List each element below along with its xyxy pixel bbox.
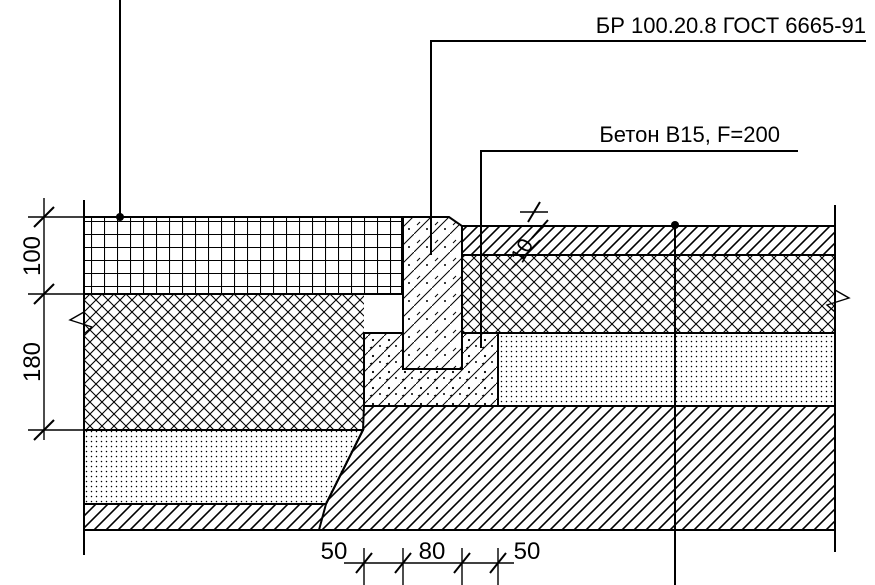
small-dim-tick-b	[531, 219, 549, 239]
bottom-dim-right-label: 50	[514, 538, 541, 565]
dim-tick-top	[33, 206, 55, 228]
curb-stone	[402, 216, 463, 370]
bottom-dim-left-label: 50	[321, 538, 348, 565]
small-dim-line-2	[511, 239, 541, 269]
bottom-tick-3	[453, 552, 471, 574]
small-dim-tick-a	[527, 201, 541, 223]
right-break-mark	[825, 289, 851, 313]
dim-base-layer-label: 180	[19, 342, 46, 382]
right-asphalt-top	[461, 225, 836, 256]
left-paving-layer	[83, 216, 403, 295]
right-crushed-stone-layer	[461, 254, 836, 334]
bottom-dim-mid-label: 80	[419, 538, 446, 565]
left-leader-dot	[116, 213, 124, 221]
left-soil	[84, 504, 326, 530]
dim-tick-mid	[33, 283, 55, 305]
concrete-callout-label: Бетон В15, F=200	[599, 122, 780, 147]
left-break-mark	[68, 311, 94, 335]
bottom-tick-1	[355, 552, 373, 574]
bottom-tick-4	[489, 552, 507, 574]
dim-tick-bottom	[33, 419, 55, 441]
subgrade-soil	[317, 405, 836, 531]
concrete-leader-line	[480, 150, 798, 348]
dim-top-layer-label: 100	[19, 236, 46, 276]
curb-callout-label: БР 100.20.8 ГОСТ 6665-91	[596, 13, 866, 38]
left-sand-layer	[83, 429, 365, 505]
right-leader-dot	[671, 221, 679, 229]
left-crushed-stone-layer	[84, 294, 364, 430]
curb-leader-line	[430, 40, 866, 255]
bottom-tick-2	[394, 552, 412, 574]
right-sand-layer	[497, 332, 836, 407]
